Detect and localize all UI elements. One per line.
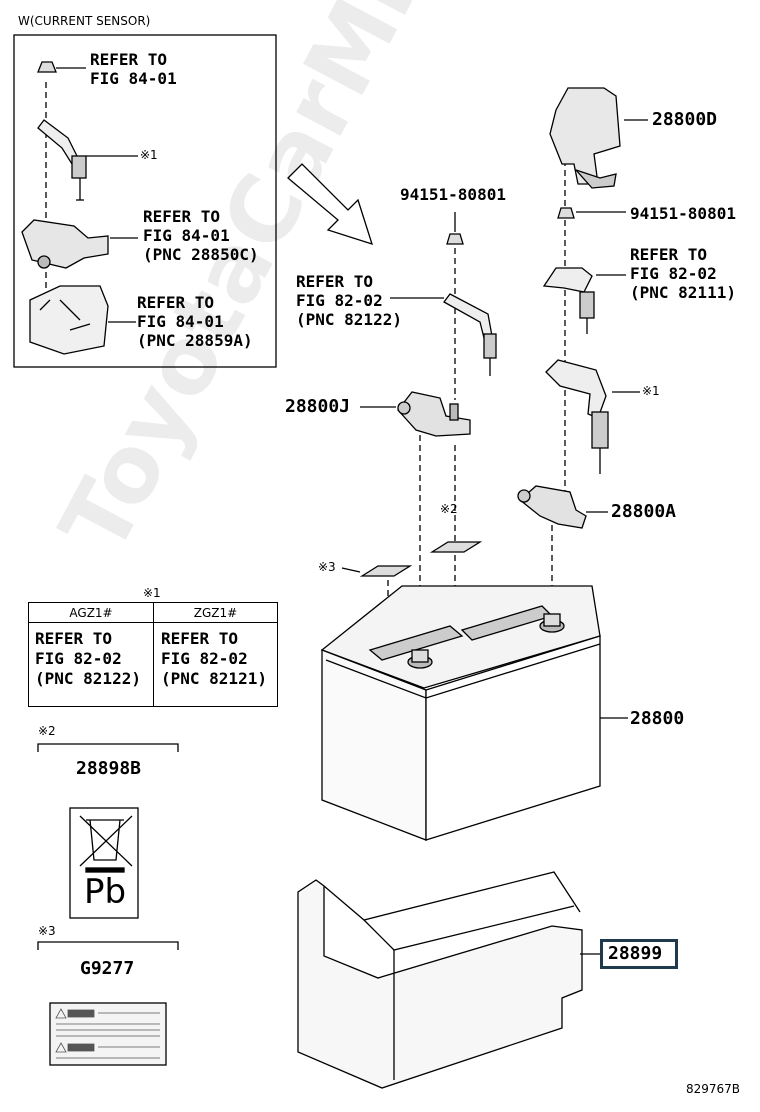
terminal-28800J-icon (397, 391, 471, 437)
inset-mark-1: ※1 (140, 148, 158, 162)
label-28800: 28800 (630, 708, 685, 729)
label-patch-mark2 (429, 541, 483, 553)
inset-nut-icon (37, 61, 57, 73)
label-mark-3: ※3 (38, 924, 56, 938)
weee-label-icon (69, 807, 139, 919)
variant-table: AGZ1# ZGZ1# REFER TO FIG 82-02 (PNC 8212… (28, 602, 278, 707)
label-28800A: 28800A (611, 501, 677, 522)
caution-label-icon (49, 1002, 167, 1066)
label-mark-2: ※2 (38, 724, 56, 738)
bracket-82111-icon (542, 267, 593, 293)
label-28899: 28899 (608, 943, 663, 964)
label-ref-82122: REFER TO FIG 82-02 (PNC 82122) (296, 272, 402, 329)
nut-left-icon (446, 233, 464, 245)
terminal-cover-28800D-icon (549, 87, 621, 185)
terminal-28800A-icon (518, 485, 587, 529)
battery-28800-icon (320, 585, 601, 841)
label-mark-3-top: ※3 (318, 560, 336, 574)
inset-title: W(CURRENT SENSOR) (18, 14, 151, 28)
bracket-right-icon (545, 359, 607, 419)
inset-cover-icon (29, 285, 109, 355)
inset-ref-bot: REFER TO FIG 84-01 (PNC 28859A) (137, 293, 253, 350)
label-mark-1-right: ※1 (642, 384, 660, 398)
table-header-zgz: ZGZ1# (153, 603, 278, 623)
label-94151-right: 94151-80801 (630, 204, 736, 223)
inset-sensor-icon (21, 219, 109, 269)
bracket-82122-icon (443, 293, 493, 339)
table-header-agz: AGZ1# (29, 603, 154, 623)
label-G9277: G9277 (80, 958, 135, 979)
table-cell-agz: REFER TO FIG 82-02 (PNC 82122) (35, 629, 141, 688)
inset-ref-mid: REFER TO FIG 84-01 (PNC 28850C) (143, 207, 259, 264)
label-28800J: 28800J (285, 396, 351, 417)
table-cell-zgz: REFER TO FIG 82-02 (PNC 82121) (161, 629, 267, 688)
label-ref-82111: REFER TO FIG 82-02 (PNC 82111) (630, 245, 736, 302)
table-mark: ※1 (143, 586, 161, 600)
inset-frame (13, 34, 277, 368)
label-28800D: 28800D (652, 109, 718, 130)
label-94151-left: 94151-80801 (400, 185, 506, 204)
label-mark-2-top: ※2 (440, 502, 458, 516)
label-patch-mark3 (359, 565, 413, 577)
direction-arrow-icon (287, 163, 374, 246)
label-28898B: 28898B (76, 758, 142, 779)
inset-ref-top: REFER TO FIG 84-01 (90, 50, 177, 88)
pb-text: Pb (84, 872, 127, 912)
battery-tray-28899-icon (297, 871, 583, 1089)
nut-right-icon (557, 207, 575, 219)
diagram-id: 829767B (686, 1082, 741, 1096)
highlight-28899-box (600, 939, 678, 969)
